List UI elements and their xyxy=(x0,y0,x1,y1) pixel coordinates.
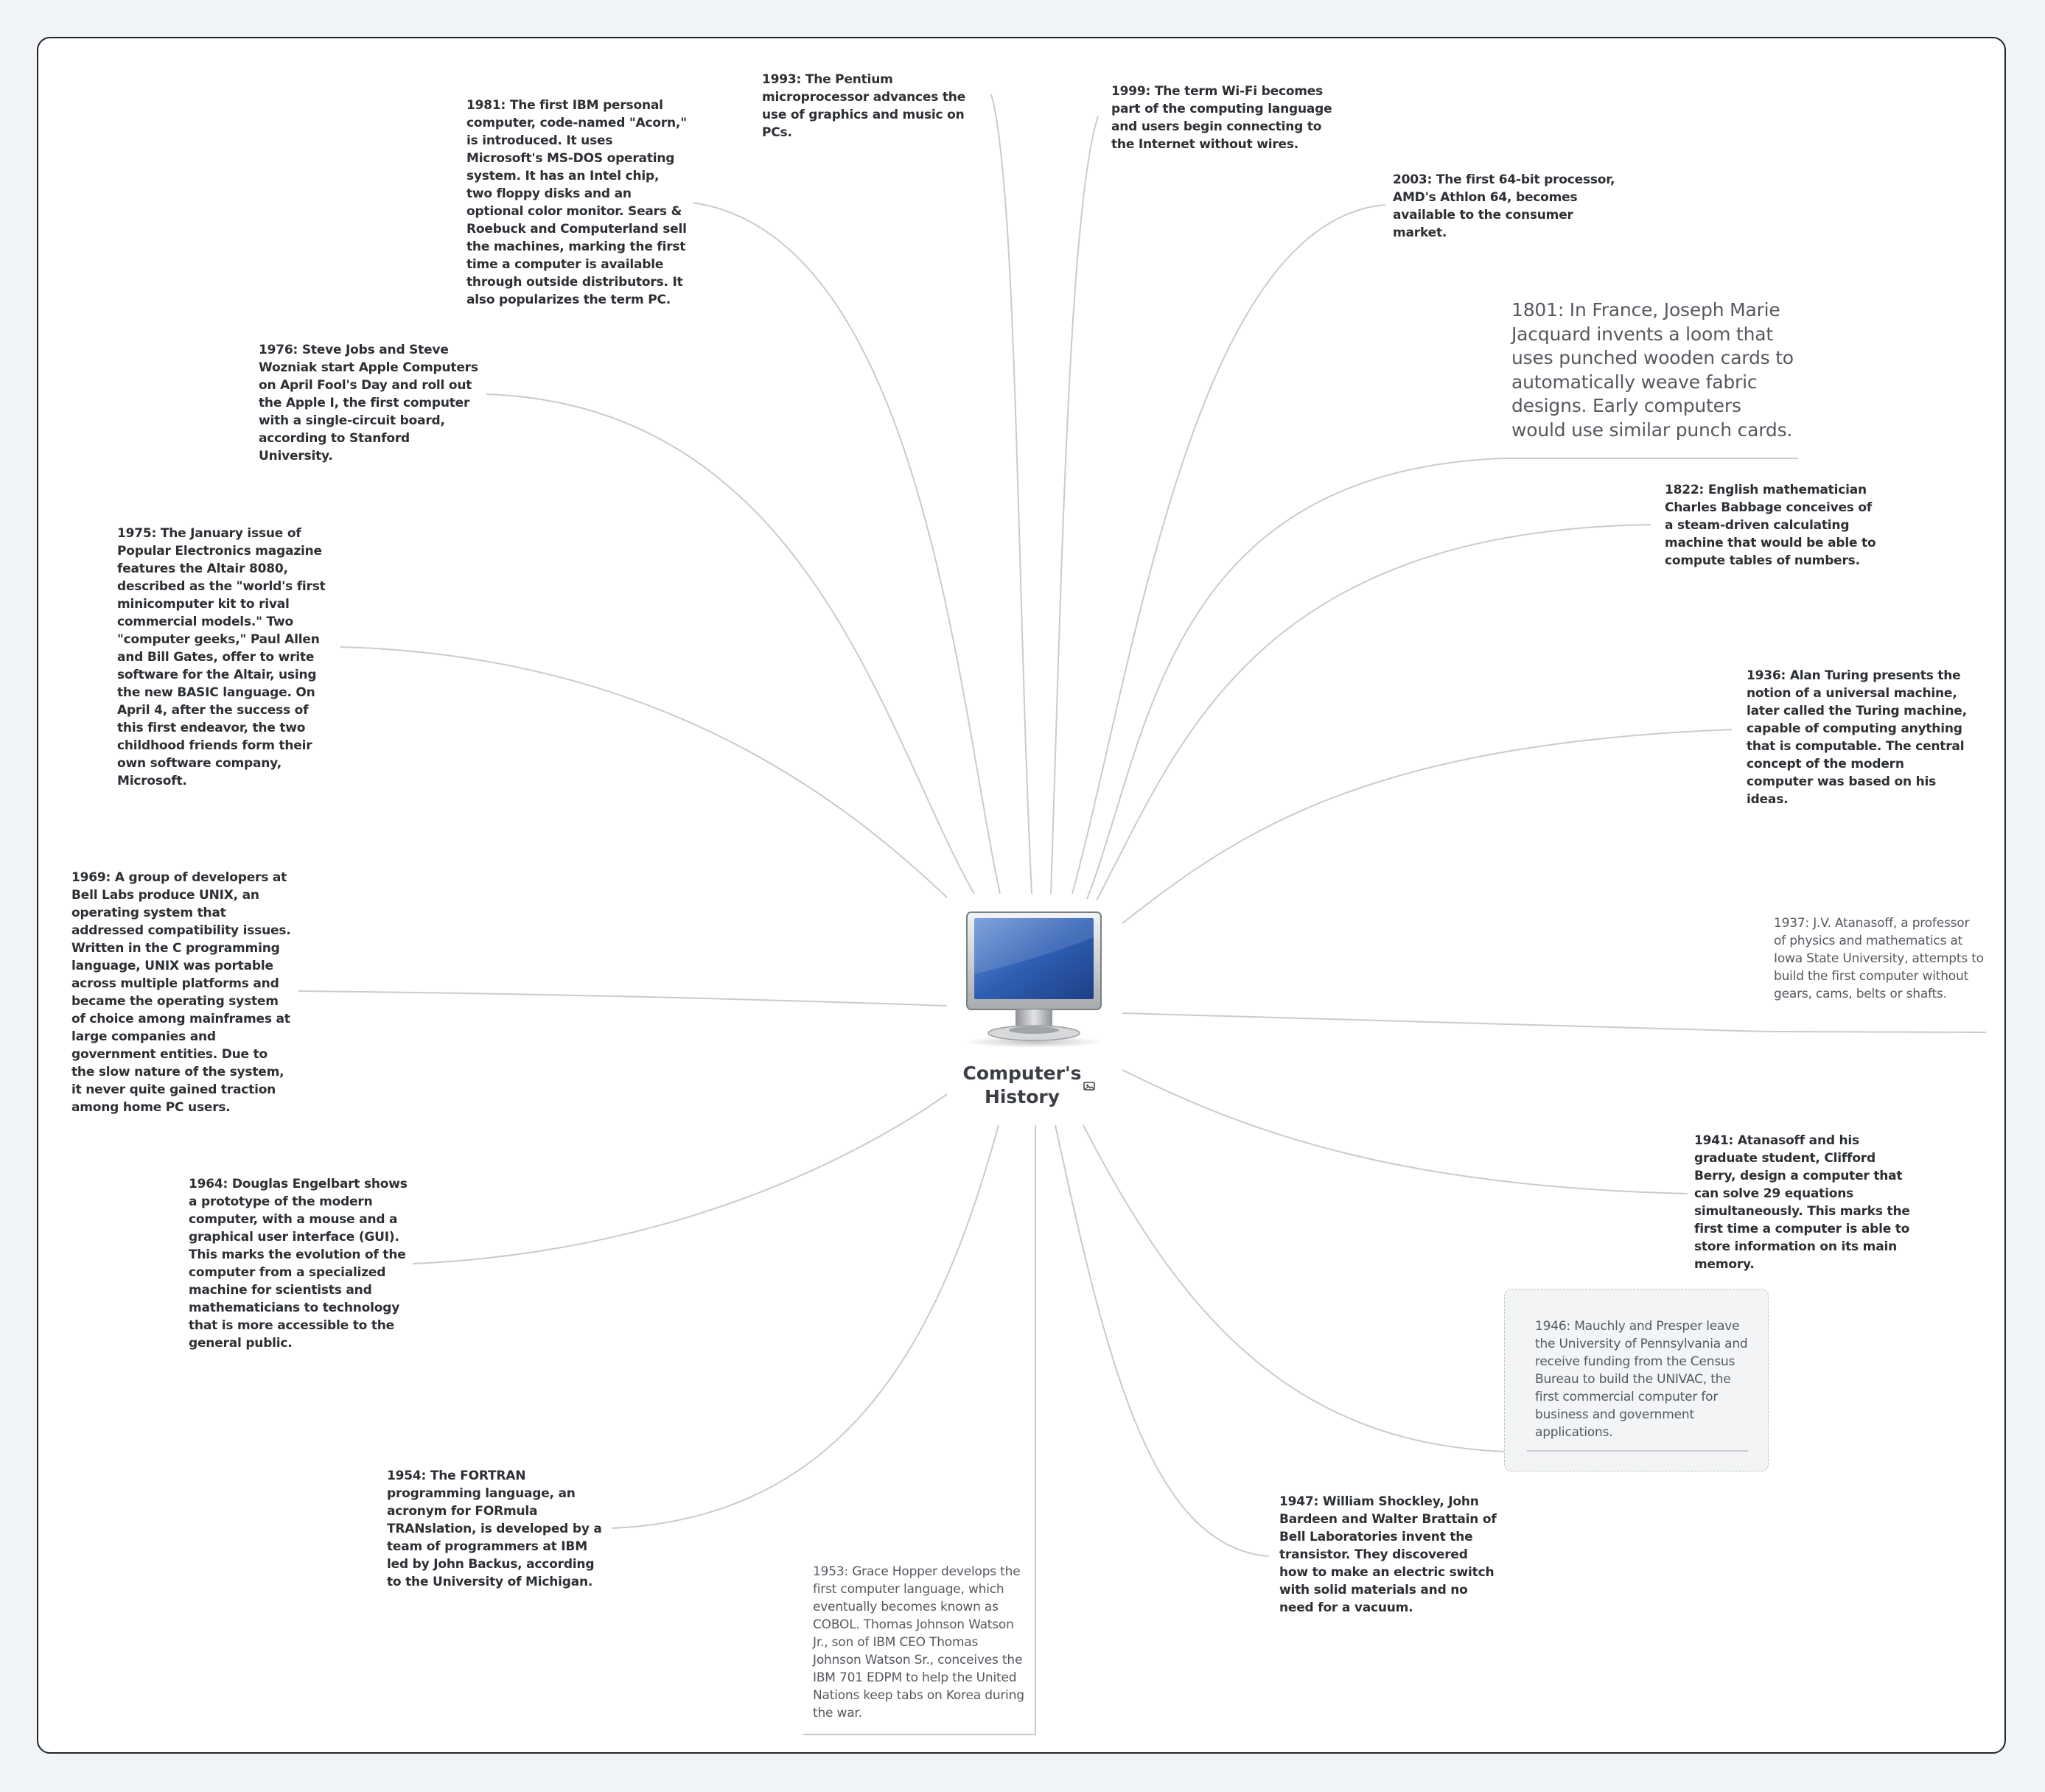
topic-1946-box[interactable] xyxy=(1504,1289,1769,1471)
image-icon[interactable] xyxy=(1083,1081,1095,1091)
topic-1975[interactable]: 1975: The January issue of Popular Elect… xyxy=(117,526,326,788)
topic-1936[interactable]: 1936: Alan Turing presents the notion of… xyxy=(1747,668,1967,807)
topic-1953[interactable]: 1953: Grace Hopper develops the first co… xyxy=(813,1564,1024,1721)
topic-1937[interactable]: 1937: J.V. Atanasoff, a professor of phy… xyxy=(1774,916,1984,1001)
topic-1976[interactable]: 1976: Steve Jobs and Steve Wozniak start… xyxy=(259,343,478,463)
topic-1969[interactable]: 1969: A group of developers at Bell Labs… xyxy=(71,870,291,1115)
topic-1822[interactable]: 1822: English mathematician Charles Babb… xyxy=(1665,483,1876,568)
topic-1801[interactable]: 1801: In France, Joseph Marie Jacquard i… xyxy=(1511,299,1794,441)
topic-1946[interactable]: 1946: Mauchly and Presper leave the Univ… xyxy=(1535,1319,1748,1440)
topic-1954[interactable]: 1954: The FORTRAN programming language, … xyxy=(387,1469,602,1589)
topic-1964[interactable]: 1964: Douglas Engelbart shows a prototyp… xyxy=(189,1177,408,1351)
desktop-monitor-icon[interactable] xyxy=(964,908,1104,1048)
mind-map-canvas[interactable] xyxy=(37,37,2006,1754)
topic-1999[interactable]: 1999: The term Wi-Fi becomes part of the… xyxy=(1111,84,1332,152)
topic-1947[interactable]: 1947: William Shockley, John Bardeen and… xyxy=(1279,1494,1497,1615)
topic-1941[interactable]: 1941: Atanasoff and his graduate student… xyxy=(1694,1133,1910,1272)
topic-1993[interactable]: 1993: The Pentium microprocessor advance… xyxy=(762,72,966,140)
topic-1981[interactable]: 1981: The first IBM personal computer, c… xyxy=(466,98,687,307)
topic-2003[interactable]: 2003: The first 64-bit processor, AMD's … xyxy=(1393,172,1615,240)
root-topic-title[interactable]: Computer's History xyxy=(962,1063,1082,1107)
